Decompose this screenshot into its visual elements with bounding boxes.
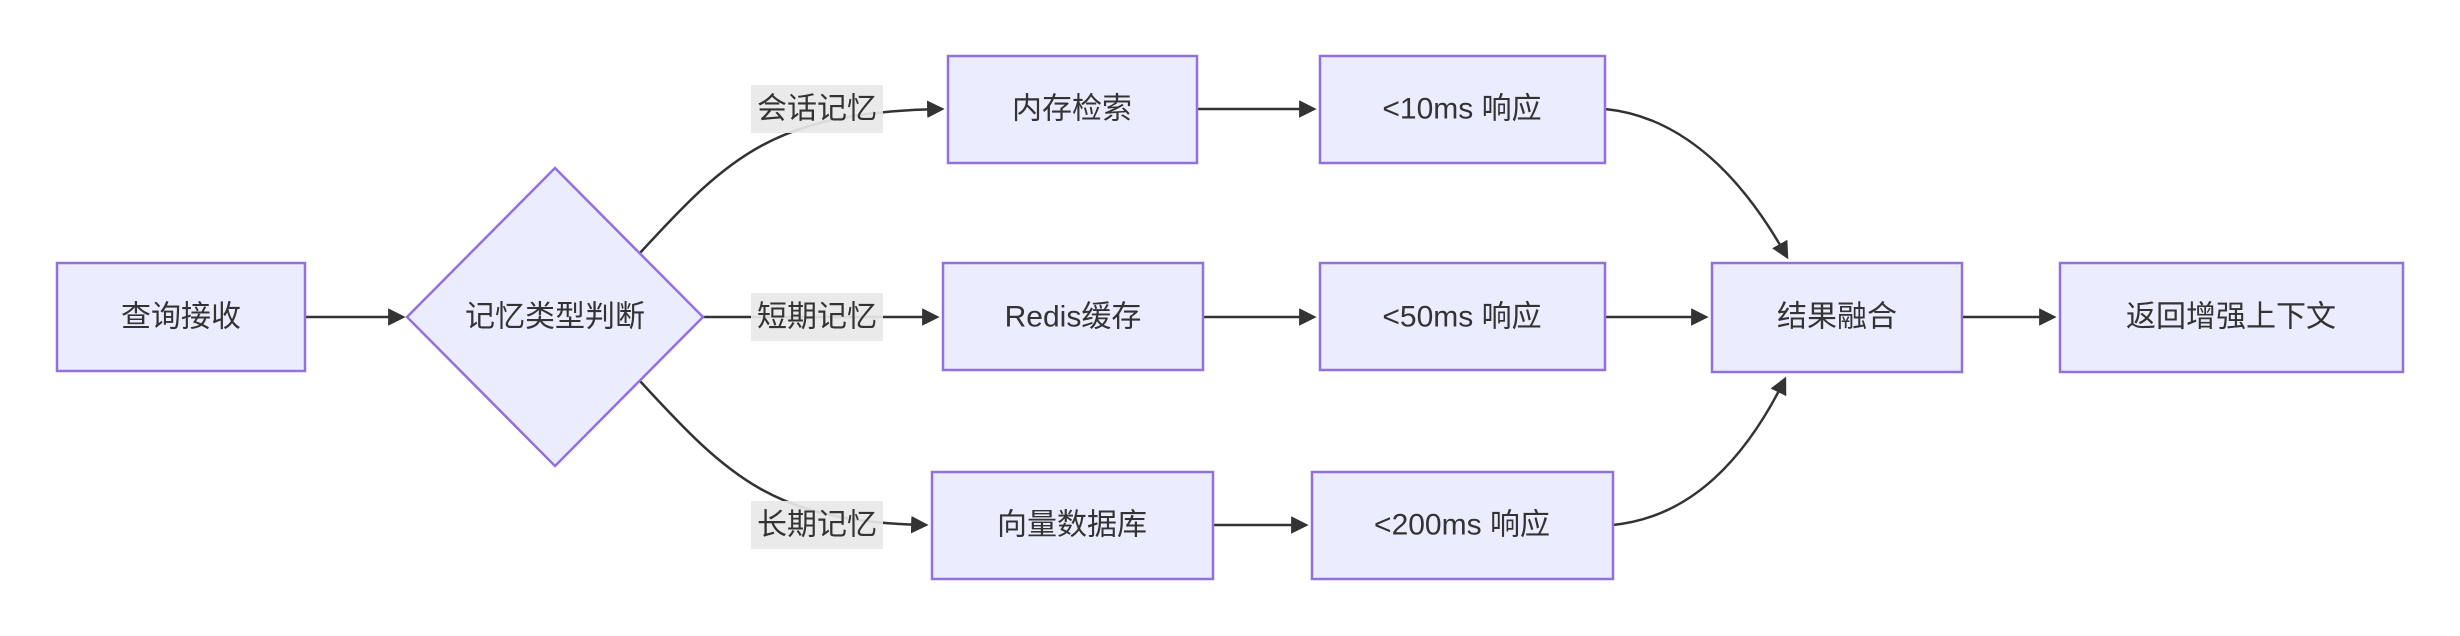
memory-retrieval-label: 内存检索 xyxy=(1012,93,1132,126)
response-10ms-node: <10ms 响应 xyxy=(1318,54,1607,165)
memory-type-decision-node: 记忆类型判断 xyxy=(405,166,705,468)
edge-label-bg xyxy=(751,85,883,133)
query-receive-box xyxy=(55,261,307,373)
vector-db-label: 向量数据库 xyxy=(997,509,1147,542)
response-50ms-box xyxy=(1318,261,1607,372)
edge-label-short-term-memory: 短期记忆 xyxy=(751,293,883,341)
memory-type-decision-diamond xyxy=(405,166,705,468)
redis-cache-label: Redis缓存 xyxy=(1005,301,1142,334)
edge-label-long-term-memory: 长期记忆 xyxy=(751,501,883,549)
edge-label-session-memory: 会话记忆 xyxy=(751,85,883,133)
result-merge-node: 结果融合 xyxy=(1710,261,1964,374)
response-50ms-label: <50ms 响应 xyxy=(1382,301,1541,334)
edge-response-10ms-to-result-merge xyxy=(1604,107,1789,260)
vector-db-node: 向量数据库 xyxy=(930,470,1215,581)
query-receive-label: 查询接收 xyxy=(121,301,241,334)
result-merge-box xyxy=(1710,261,1964,374)
return-context-label: 返回增强上下文 xyxy=(2126,301,2336,334)
return-context-node: 返回增强上下文 xyxy=(2058,261,2405,374)
redis-cache-node: Redis缓存 xyxy=(941,261,1205,372)
edge-response-200ms-to-result-merge xyxy=(1612,376,1787,527)
return-context-box xyxy=(2058,261,2405,374)
response-200ms-label: <200ms 响应 xyxy=(1374,509,1550,542)
query-receive-node: 查询接收 xyxy=(55,261,307,373)
edge-label-session-memory-text: 会话记忆 xyxy=(757,93,877,126)
result-merge-label: 结果融合 xyxy=(1777,301,1897,334)
edge-label-long-term-memory-text: 长期记忆 xyxy=(757,509,877,542)
memory-retrieval-box xyxy=(946,54,1199,165)
response-200ms-node: <200ms 响应 xyxy=(1310,470,1615,581)
response-50ms-node: <50ms 响应 xyxy=(1318,261,1607,372)
edge-label-short-term-memory-text: 短期记忆 xyxy=(757,301,877,334)
redis-cache-box xyxy=(941,261,1205,372)
edge-label-bg xyxy=(751,293,883,341)
edge-label-bg xyxy=(751,501,883,549)
response-10ms-label: <10ms 响应 xyxy=(1382,93,1541,126)
memory-retrieval-node: 内存检索 xyxy=(946,54,1199,165)
response-10ms-box xyxy=(1318,54,1607,165)
response-200ms-box xyxy=(1310,470,1615,581)
vector-db-box xyxy=(930,470,1215,581)
memory-type-decision-label: 记忆类型判断 xyxy=(465,301,645,334)
